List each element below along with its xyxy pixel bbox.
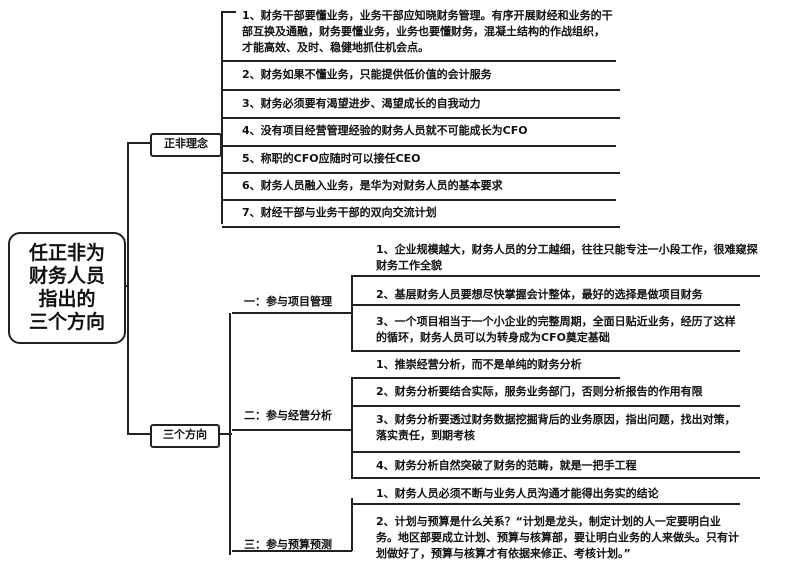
project-item: 1、企业规模越大，财务人员的分工越细，往往只能专注一小段工作，很难窥探财务工作全…: [376, 243, 758, 272]
root-line: 三个方向: [28, 311, 105, 333]
analysis-item: 1、推崇经营分析，而不是单纯的财务分析: [376, 358, 582, 371]
philosophy-item: 3、财务必须要有渴望进步、渴望成长的自我动力: [242, 97, 481, 110]
philosophy-item: 4、没有项目经营管理经验的财务人员就不可能成长为CFO: [242, 124, 528, 137]
root-node: 任正非为 财务人员 指出的 三个方向: [8, 232, 126, 344]
branch-philosophy: 正非理念: [150, 133, 222, 157]
budget-item: 1、财务人员必须不断与业务人员沟通才能得出务实的结论: [376, 487, 659, 500]
analysis-item: 2、财务分析要结合实际，服务业务部门，否则分析报告的作用有限: [376, 385, 703, 398]
root-line: 指出的: [38, 288, 96, 310]
analysis-item: 4、财务分析自然突破了财务的范畴，就是一把手工程: [376, 459, 637, 472]
project-item: 2、基层财务人员要想尽快掌握会计整体，最好的选择是做项目财务: [376, 288, 703, 301]
root-line: 任正非为: [28, 242, 105, 264]
sub-branch-project: 一：参与项目管理: [244, 295, 332, 308]
project-item: 3、一个项目相当于一个小企业的完整周期，全面日贴近业务，经历了这样的循环，财务人…: [376, 315, 736, 344]
philosophy-item: 6、财务人员融入业务，是华为对财务人员的基本要求: [242, 179, 503, 192]
root-line: 财务人员: [28, 265, 105, 287]
analysis-item: 3、财务分析要透过财务数据挖掘背后的业务原因，指出问题，找出对策，落实责任，到期…: [376, 413, 736, 442]
sub-branch-budget: 三：参与预算预测: [244, 538, 332, 551]
philosophy-item: 1、财务干部要懂业务，业务干部应知晓财务管理。有序开展财经和业务的干部互换及通融…: [242, 9, 613, 54]
philosophy-item: 2、财务如果不懂业务，只能提供低价值的会计服务: [242, 68, 492, 81]
philosophy-item: 5、称职的CFO应随时可以接任CEO: [242, 152, 421, 165]
branch-three-directions: 三个方向: [150, 424, 220, 448]
sub-branch-analysis: 二：参与经营分析: [244, 409, 332, 422]
philosophy-item: 7、财经干部与业务干部的双向交流计划: [242, 206, 437, 219]
